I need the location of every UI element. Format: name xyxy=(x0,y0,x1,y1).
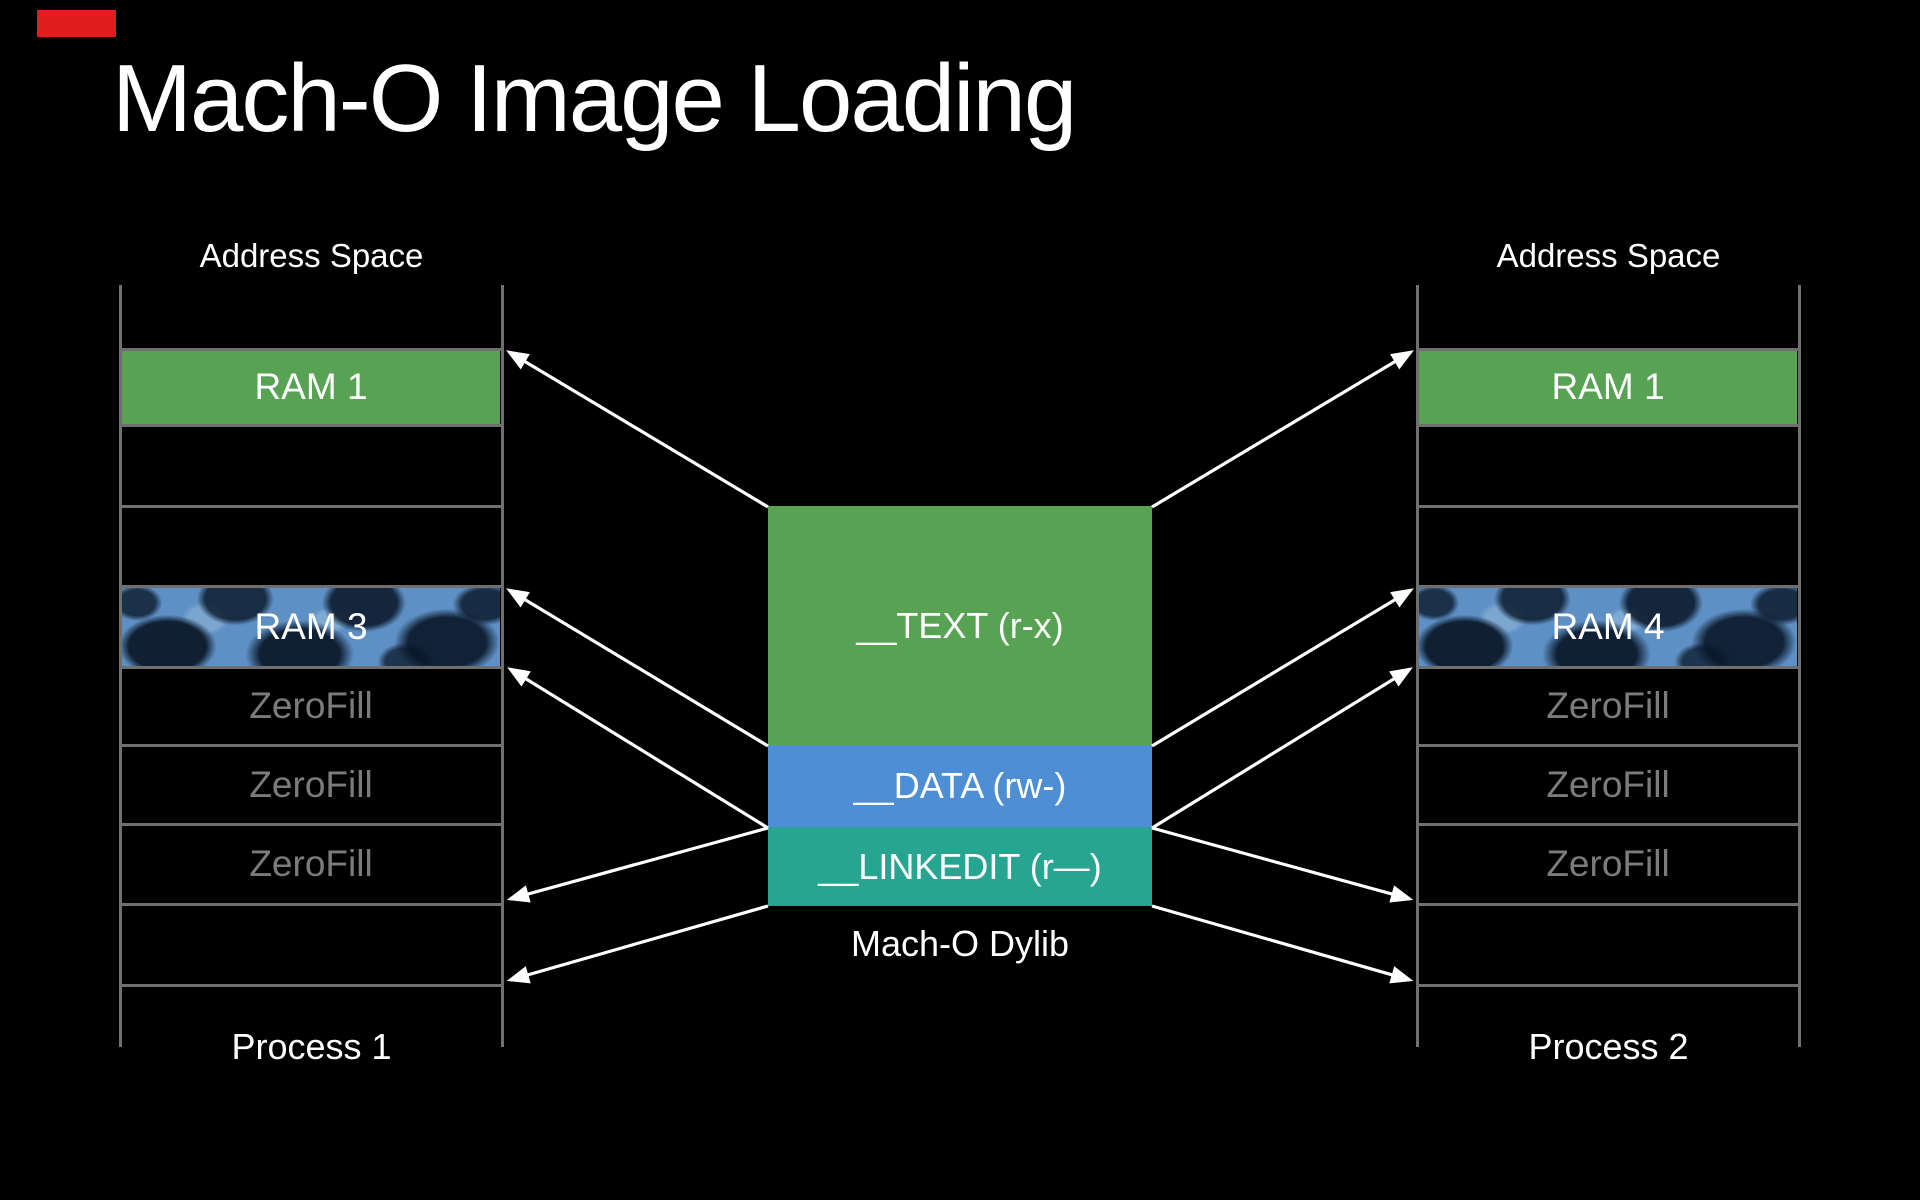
left-row-line xyxy=(119,348,504,351)
data-segment: __DATA (rw-) xyxy=(768,745,1152,827)
arrow-text-to-left-ram3 xyxy=(506,588,769,748)
left-row-line xyxy=(119,903,504,906)
right-row-line xyxy=(1416,984,1801,987)
left-row-line xyxy=(119,984,504,987)
arrow-data-to-right-zerofill xyxy=(1151,667,1413,830)
arrow-text-to-left-ram1 xyxy=(506,350,769,509)
arrow-data-to-left-lower xyxy=(506,826,769,903)
arrow-data-to-left-zerofill xyxy=(507,667,769,830)
arrow-text-to-right-ram4 xyxy=(1151,588,1414,748)
right-process-label: Process 2 xyxy=(1528,1026,1689,1067)
right-row-line xyxy=(1416,744,1801,747)
right-row-line xyxy=(1416,505,1801,508)
text-segment: __TEXT (r-x) xyxy=(768,506,1152,745)
arrow-linkedit-to-right-bottom xyxy=(1151,904,1414,984)
arrow-text-to-right-ram1 xyxy=(1151,350,1414,509)
left-zerofill-row: ZeroFill xyxy=(249,763,373,805)
arrow-linkedit-to-left-bottom xyxy=(506,904,769,984)
left-row-line xyxy=(119,424,504,427)
linkedit-segment: __LINKEDIT (r—) xyxy=(768,827,1152,906)
right-row-line xyxy=(1416,903,1801,906)
right-ram4-label: RAM 4 xyxy=(1551,605,1665,647)
data-segment-label: __DATA (rw-) xyxy=(853,765,1067,806)
right-row-line xyxy=(1416,348,1801,351)
right-row-line xyxy=(1416,585,1801,588)
right-zerofill-row: ZeroFill xyxy=(1546,763,1670,805)
left-row-line xyxy=(119,666,504,669)
arrow-data-to-right-lower xyxy=(1151,826,1414,903)
right-ram4-block: RAM 4 xyxy=(1419,587,1797,666)
dylib-caption: Mach-O Dylib xyxy=(850,923,1070,964)
left-process-label: Process 1 xyxy=(231,1026,392,1067)
left-row-line xyxy=(119,505,504,508)
text-segment-label: __TEXT (r-x) xyxy=(856,604,1064,646)
right-ram1-block: RAM 1 xyxy=(1419,350,1797,424)
right-ram1-label: RAM 1 xyxy=(1551,366,1665,407)
left-zerofill-row: ZeroFill xyxy=(249,684,373,726)
right-row-line xyxy=(1416,666,1801,669)
left-address-space-header: Address Space xyxy=(199,237,424,274)
linkedit-segment-label: __LINKEDIT (r—) xyxy=(818,845,1102,887)
left-ram3-block: RAM 3 xyxy=(122,587,500,666)
left-ram1-label: RAM 1 xyxy=(254,366,368,407)
recording-marker xyxy=(37,10,116,37)
left-zerofill-row: ZeroFill xyxy=(249,843,373,884)
right-address-space-header: Address Space xyxy=(1496,237,1721,274)
right-row-line xyxy=(1416,424,1801,427)
right-row-line xyxy=(1416,823,1801,826)
right-zerofill-row: ZeroFill xyxy=(1546,684,1670,726)
right-zerofill-row: ZeroFill xyxy=(1546,843,1670,884)
left-row-line xyxy=(119,744,504,747)
left-ram3-label: RAM 3 xyxy=(254,605,368,647)
slide-title: Mach-O Image Loading xyxy=(112,45,1077,152)
left-ram1-block: RAM 1 xyxy=(122,350,500,424)
left-row-line xyxy=(119,585,504,588)
left-row-line xyxy=(119,823,504,826)
